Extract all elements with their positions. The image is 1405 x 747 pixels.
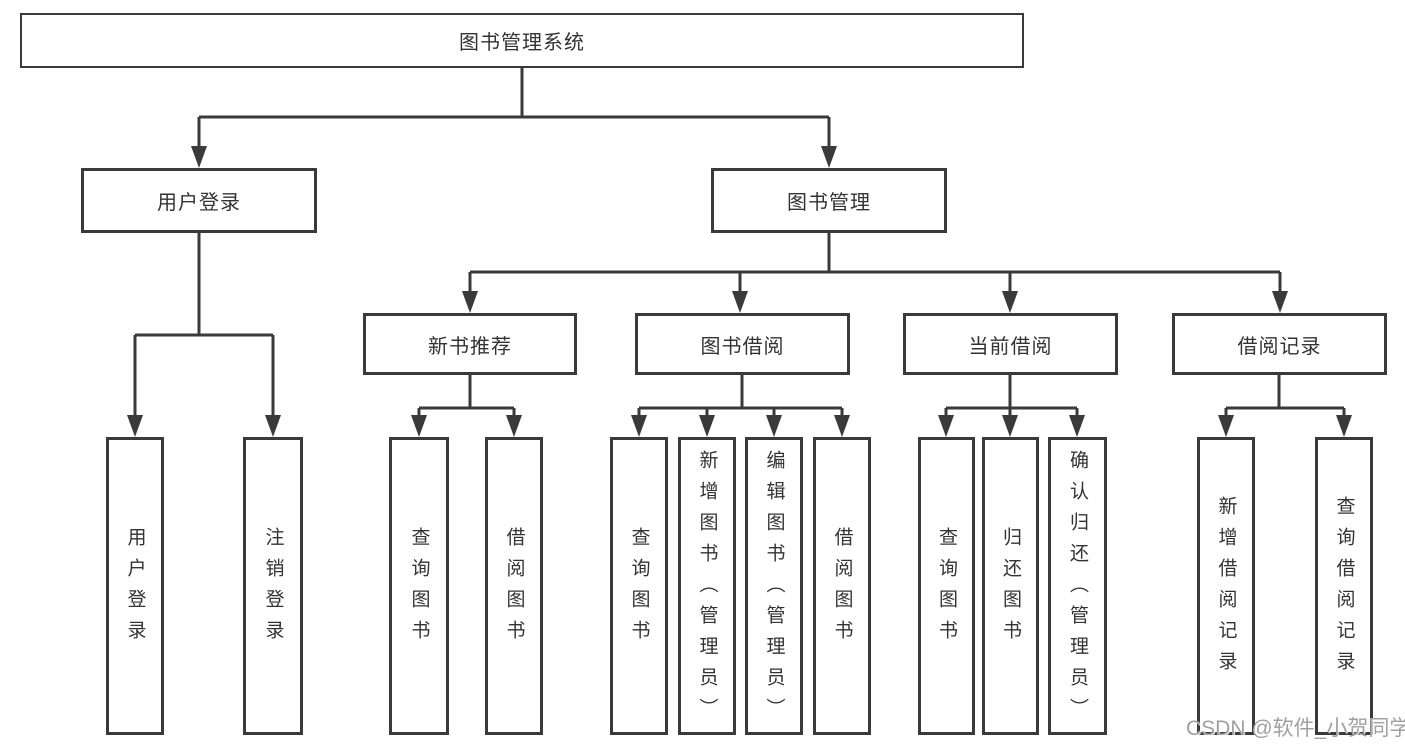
leaf-borrow-books: 借阅图书 bbox=[813, 437, 871, 735]
connector-book-borrow-branch bbox=[637, 375, 844, 421]
leaf-borrow-books-recommend-label: 借阅图书 bbox=[503, 527, 525, 651]
leaf-query-borrow-record: 查询借阅记录 bbox=[1315, 437, 1373, 735]
arrow-down-icon bbox=[1336, 415, 1352, 437]
node-borrow-record: 借阅记录 bbox=[1172, 313, 1387, 375]
connector-book-management-branch bbox=[468, 233, 1282, 295]
node-new-book-recommend-label: 新书推荐 bbox=[428, 335, 512, 358]
leaf-return-book-label: 归还图书 bbox=[1000, 527, 1021, 651]
leaf-return-book: 归还图书 bbox=[982, 437, 1039, 735]
arrow-down-icon bbox=[631, 415, 647, 437]
root-node-label: 图书管理系统 bbox=[459, 32, 585, 54]
node-current-borrow-label: 当前借阅 bbox=[968, 335, 1053, 358]
arrow-down-icon bbox=[1069, 415, 1085, 437]
leaf-add-borrow-record-label: 新增借阅记录 bbox=[1215, 496, 1237, 682]
leaf-logout-login: 注销登录 bbox=[243, 437, 303, 735]
node-book-borrow-label: 图书借阅 bbox=[700, 335, 785, 358]
connector-borrow-record-branch bbox=[1224, 375, 1346, 421]
leaf-logout-login-label: 注销登录 bbox=[262, 527, 284, 651]
arrow-down-icon bbox=[1218, 415, 1234, 437]
leaf-add-borrow-record: 新增借阅记录 bbox=[1197, 437, 1255, 735]
leaf-user-login: 用户登录 bbox=[106, 437, 164, 735]
leaf-query-books-borrow-label: 查询图书 bbox=[628, 527, 650, 651]
watermark: CSDN @软件_小贺同学 bbox=[1186, 717, 1405, 740]
leaf-edit-book-admin-label: 编辑图书（管理员） bbox=[763, 449, 785, 729]
arrow-down-icon bbox=[821, 146, 837, 168]
leaf-edit-book-admin: 编辑图书（管理员） bbox=[745, 437, 803, 735]
arrow-down-icon bbox=[265, 415, 281, 437]
leaf-query-books-current: 查询图书 bbox=[918, 437, 975, 735]
connector-user-login-branch bbox=[133, 233, 275, 419]
arrow-down-icon bbox=[127, 415, 143, 437]
node-book-borrow: 图书借阅 bbox=[635, 313, 850, 375]
leaf-add-book-admin-label: 新增图书（管理员） bbox=[696, 449, 718, 729]
node-user-login: 用户登录 bbox=[81, 168, 317, 233]
arrow-down-icon bbox=[462, 291, 478, 313]
leaf-query-borrow-record-label: 查询借阅记录 bbox=[1333, 496, 1355, 682]
arrow-down-icon bbox=[411, 415, 427, 437]
node-book-management-label: 图书管理 bbox=[787, 192, 871, 214]
arrow-down-icon bbox=[938, 415, 954, 437]
leaf-borrow-books-label: 借阅图书 bbox=[831, 527, 853, 651]
arrow-down-icon bbox=[699, 415, 715, 437]
arrow-down-icon bbox=[191, 146, 207, 168]
arrow-down-icon bbox=[1272, 291, 1288, 313]
arrow-down-icon bbox=[834, 415, 850, 437]
leaf-confirm-return-admin: 确认归还（管理员） bbox=[1048, 437, 1107, 735]
leaf-user-login-label: 用户登录 bbox=[124, 527, 146, 651]
leaf-query-books-recommend-label: 查询图书 bbox=[408, 527, 430, 651]
node-borrow-record-label: 借阅记录 bbox=[1237, 335, 1322, 358]
arrow-down-icon bbox=[1002, 415, 1018, 437]
node-book-management: 图书管理 bbox=[711, 168, 947, 233]
arrow-down-icon bbox=[732, 291, 748, 313]
connector-new-book-branch bbox=[417, 375, 516, 421]
arrow-down-icon bbox=[1002, 291, 1018, 313]
node-current-borrow: 当前借阅 bbox=[903, 313, 1118, 375]
node-new-book-recommend: 新书推荐 bbox=[363, 313, 577, 375]
leaf-query-books-recommend: 查询图书 bbox=[389, 437, 449, 735]
leaf-query-books-borrow: 查询图书 bbox=[610, 437, 668, 735]
arrow-down-icon bbox=[766, 415, 782, 437]
connector-current-borrow-branch bbox=[944, 375, 1079, 421]
root-node-library-system: 图书管理系统 bbox=[20, 13, 1024, 68]
leaf-query-books-current-label: 查询图书 bbox=[936, 527, 957, 651]
leaf-borrow-books-recommend: 借阅图书 bbox=[485, 437, 543, 735]
node-user-login-label: 用户登录 bbox=[157, 192, 241, 214]
leaf-add-book-admin: 新增图书（管理员） bbox=[678, 437, 736, 735]
arrow-down-icon bbox=[506, 415, 522, 437]
connector-root-to-level2 bbox=[197, 68, 831, 150]
leaf-confirm-return-admin-label: 确认归还（管理员） bbox=[1067, 449, 1088, 729]
